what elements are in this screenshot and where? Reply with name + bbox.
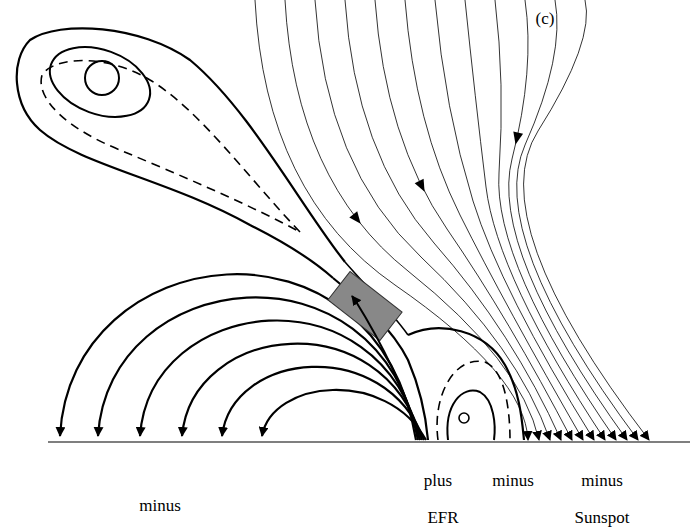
efr-loop	[408, 328, 524, 440]
polarity-label: minus	[581, 472, 623, 489]
field-line	[465, 0, 605, 440]
panel-label: (c)	[536, 10, 555, 27]
reconnection-region	[328, 271, 402, 340]
photosphere-line	[48, 441, 690, 442]
polarity-label: plus	[424, 472, 452, 489]
field-line	[495, 0, 616, 440]
field-line	[509, 0, 627, 440]
arrowhead	[352, 296, 355, 300]
field-line	[375, 0, 572, 440]
closed-field-line	[262, 390, 426, 440]
rising-field-line	[355, 300, 420, 440]
closed-field-line	[222, 367, 424, 440]
field-line	[405, 0, 583, 440]
field-line	[255, 0, 528, 440]
region-label: EFR	[427, 509, 458, 526]
arrowhead	[349, 211, 364, 227]
plasmoid	[17, 28, 345, 278]
field-line	[435, 0, 594, 440]
field-line	[315, 0, 550, 440]
closed-field-line	[182, 344, 422, 440]
arrowhead	[415, 179, 429, 194]
region-label: Sunspot	[575, 509, 630, 526]
arrowhead	[511, 132, 523, 146]
field-line	[517, 0, 638, 440]
polarity-label: minus	[139, 497, 181, 514]
field-line	[345, 0, 561, 440]
field-line	[524, 0, 649, 440]
polarity-label: minus	[492, 472, 534, 489]
